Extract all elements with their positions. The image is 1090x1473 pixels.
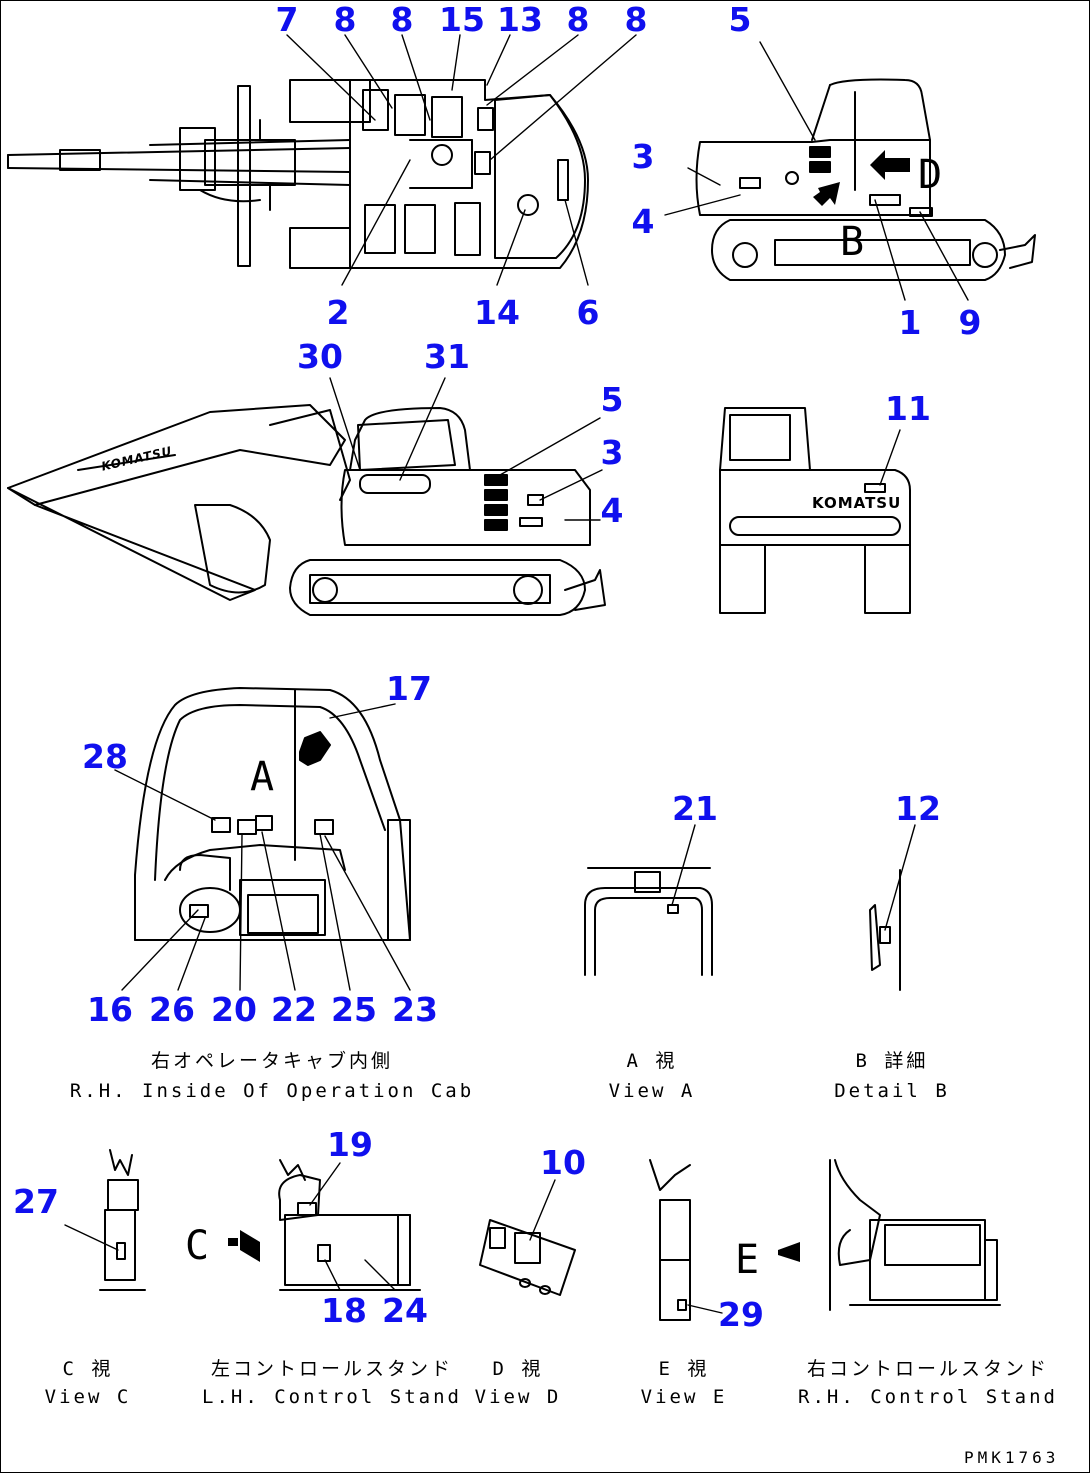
caption-ja-lh-control-stand: 左コントロールスタンド bbox=[210, 1358, 454, 1380]
callout-number: 10 bbox=[540, 1143, 586, 1182]
caption-en-view-e: View E bbox=[640, 1386, 728, 1408]
rear-view bbox=[719, 407, 911, 614]
leader-lines bbox=[64, 34, 969, 1314]
cab-inside-view bbox=[134, 687, 411, 941]
callout-number: 5 bbox=[728, 0, 752, 39]
callout-number: 6 bbox=[576, 293, 600, 332]
callout-number: 23 bbox=[392, 990, 438, 1029]
callout-number: 30 bbox=[297, 337, 343, 376]
caption-ja-cab: 右オペレータキャブ内側 bbox=[150, 1050, 394, 1072]
view-e-drawing bbox=[649, 1159, 691, 1321]
caption-ja-view-e: E 視 bbox=[658, 1358, 710, 1380]
callout-number: 15 bbox=[439, 0, 485, 39]
callout-number: 19 bbox=[327, 1125, 373, 1164]
callout-number: 21 bbox=[672, 789, 718, 828]
callout-number: 4 bbox=[600, 491, 624, 530]
view-a-drawing bbox=[584, 867, 713, 976]
caption-en-lh-control-stand: L.H. Control Stand bbox=[202, 1386, 462, 1408]
caption-ja-detail-b: B 詳細 bbox=[855, 1050, 929, 1072]
callout-number: 24 bbox=[382, 1291, 428, 1330]
caption-en-view-d: View D bbox=[474, 1386, 562, 1408]
caption-en-cab: R.H. Inside Of Operation Cab bbox=[69, 1080, 475, 1102]
callout-number: 13 bbox=[497, 0, 543, 39]
caption-en-view-c: View C bbox=[44, 1386, 132, 1408]
caption-ja-view-d: D 視 bbox=[492, 1358, 544, 1380]
callout-number: 25 bbox=[331, 990, 377, 1029]
callout-number: 16 bbox=[87, 990, 133, 1029]
caption-en-rh-control-stand: R.H. Control Stand bbox=[798, 1386, 1058, 1408]
callout-number: 2 bbox=[326, 293, 350, 332]
caption-ja-rh-control-stand: 右コントロールスタンド bbox=[806, 1358, 1050, 1380]
caption-en-view-a: View A bbox=[608, 1080, 696, 1102]
rh-control-stand-drawing bbox=[778, 1159, 1001, 1311]
callout-number: 8 bbox=[566, 0, 590, 39]
view-letter: E bbox=[734, 1237, 760, 1283]
callout-number: 27 bbox=[13, 1182, 59, 1221]
caption-ja-view-a: A 視 bbox=[626, 1050, 678, 1072]
callout-number: 12 bbox=[895, 789, 941, 828]
side-view-small bbox=[695, 78, 1036, 281]
view-letter: D bbox=[917, 152, 943, 198]
callout-number: 3 bbox=[631, 137, 655, 176]
view-c-drawing bbox=[99, 1149, 146, 1291]
callout-number: 18 bbox=[321, 1291, 367, 1330]
callout-number: 1 bbox=[898, 303, 922, 342]
view-letter: C bbox=[184, 1223, 210, 1269]
top-view-machine bbox=[7, 79, 589, 269]
callout-number: 8 bbox=[624, 0, 648, 39]
view-letter: B bbox=[839, 219, 865, 265]
caption-en-detail-b: Detail B bbox=[834, 1080, 950, 1102]
side-view-large bbox=[7, 404, 606, 616]
view-letter: A bbox=[249, 754, 275, 800]
callout-number: 29 bbox=[718, 1295, 764, 1334]
callout-number: 8 bbox=[390, 0, 414, 39]
callout-number: 22 bbox=[271, 990, 317, 1029]
callout-number: 9 bbox=[958, 303, 982, 342]
callout-number: 7 bbox=[275, 0, 299, 39]
detail-b-drawing bbox=[869, 869, 901, 991]
callout-number: 28 bbox=[82, 737, 128, 776]
counterweight-brand-decal: KOMATSU bbox=[812, 494, 902, 512]
callout-number: 5 bbox=[600, 380, 624, 419]
callout-number: 31 bbox=[424, 337, 470, 376]
callout-number: 26 bbox=[149, 990, 195, 1029]
callout-number: 17 bbox=[386, 669, 432, 708]
callout-number: 14 bbox=[474, 293, 520, 332]
callout-number: 8 bbox=[333, 0, 357, 39]
callout-number: 3 bbox=[600, 433, 624, 472]
caption-ja-view-c: C 視 bbox=[62, 1358, 114, 1380]
lh-control-stand-drawing bbox=[228, 1159, 421, 1291]
callout-number: 4 bbox=[631, 202, 655, 241]
view-d-drawing bbox=[479, 1219, 576, 1296]
callout-number: 11 bbox=[885, 389, 931, 428]
callout-number: 20 bbox=[211, 990, 257, 1029]
diagram-code: PMK1763 bbox=[964, 1448, 1060, 1467]
